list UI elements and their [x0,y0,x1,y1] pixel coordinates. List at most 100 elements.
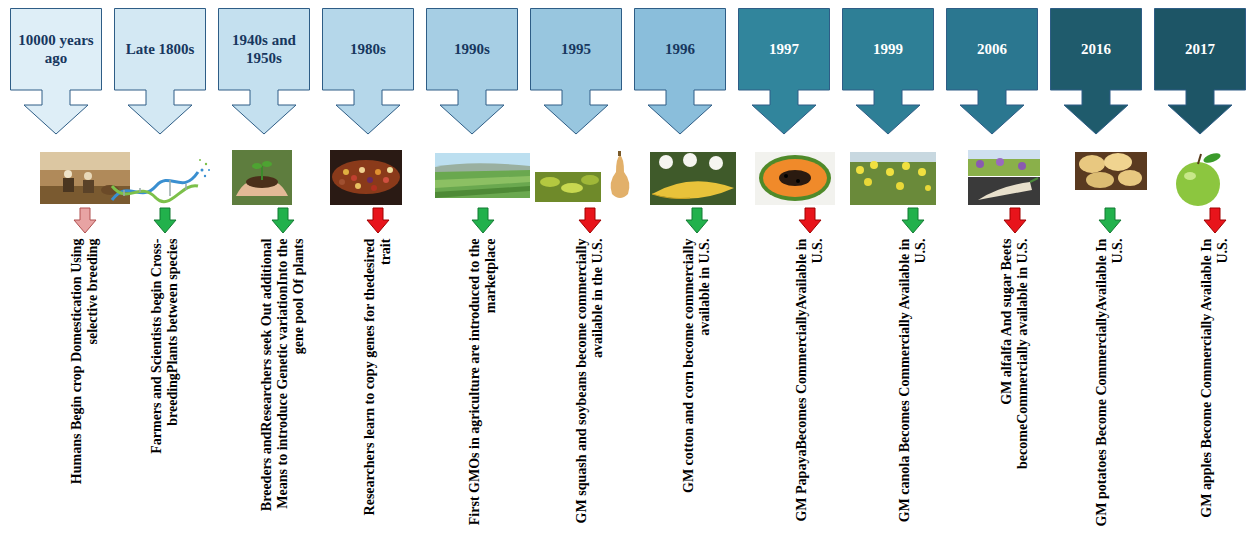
soybean-squash-photo [535,151,629,202]
field-photo-part [83,180,94,193]
canola-photo-part [870,161,878,169]
papaya-photo-part [755,152,835,205]
soybean-squash-photo-part [618,151,621,156]
chevron-outline [10,8,102,136]
papaya-photo-part [763,159,827,197]
potatoes-photo-part [1075,152,1147,190]
year-label: 10000 years ago [14,31,98,67]
canola-photo-part [850,152,936,205]
chevron-outline [946,8,1038,136]
canola-photo-part [850,152,936,162]
papaya-photo-part [779,170,811,186]
papaya-photo-part [759,155,831,201]
soybean-squash-photo-part [540,177,560,187]
potatoes-photo-part [1079,155,1105,173]
status-arrows-part [579,208,601,233]
status-arrows-part [367,208,389,233]
year-label: 1995 [534,40,618,58]
status-arrows-part [799,208,821,233]
hands-soil-photo-part [232,150,292,205]
status-arrows-part [686,208,708,233]
corn-photo-part [375,169,381,175]
event-description: GM potatoes Become CommerciallyAvailable… [1094,238,1126,533]
canola-photo-part [925,185,931,191]
year-label: 1980s [326,40,410,58]
year-label: 1996 [638,40,722,58]
dna-helix-part [112,186,198,202]
chevron-shape [11,9,102,135]
cotton-corn-photo-part [650,152,736,205]
corn-photo-part [367,177,373,183]
timeline-chevron: 1999 [842,8,934,136]
chevron-outline [530,8,622,136]
chevron-text-area: Late 1800s [118,40,202,58]
status-arrows [74,208,1226,233]
farmland-photo-part [435,176,530,188]
papaya-photo-part [796,179,800,183]
chevron-shape [115,9,206,135]
chevron-shape [531,9,622,135]
potatoes-photo-part [1118,170,1142,186]
alfalfa-beet-photo-part [978,182,1032,200]
hands-soil-photo-part [262,161,272,167]
status-arrows-part [74,208,96,233]
status-arrows-part [1099,208,1121,233]
farmland-photo-part [435,163,530,172]
corn-photo-part [339,179,345,185]
chevron-shape [843,9,934,135]
dna-helix-part [185,184,187,190]
hands-soil-photo [232,150,292,205]
event-description: GM alfalfa And sugar Beets becomeCommerc… [999,238,1031,533]
event-description: GM PapayaBecomes CommerciallyAvailable i… [794,238,826,533]
chevron-text-area: 1990s [430,40,514,58]
soybean-squash-photo-part [581,175,599,185]
corn-photo-part [343,169,349,175]
year-label: 1999 [846,40,930,58]
corn-photo-part [383,177,389,183]
cotton-corn-photo [650,152,736,205]
chevron-text-area: 1997 [742,40,826,58]
chevron-shape [947,9,1038,135]
year-label: 2016 [1054,40,1138,58]
chevron-shape [1051,9,1142,135]
chevron-text-area: 1999 [846,40,930,58]
dna-helix-part [199,159,201,161]
papaya-photo-part [784,174,788,178]
year-label: 1997 [742,40,826,58]
chevron-text-area: 1980s [326,40,410,58]
canola-photo [850,152,936,205]
chevron-text-area: 2016 [1054,40,1138,58]
event-description: First GMOs in agriculture are introduced… [467,238,499,533]
apple-photo-part [1198,154,1201,164]
canola-photo-part [902,162,910,170]
canola-photo-part [896,182,904,190]
corn-photo-part [351,175,357,181]
year-label: 2006 [950,40,1034,58]
farmland-photo-part [435,153,530,198]
corn-photo-part [332,160,400,194]
chevron-outline [842,8,934,136]
timeline-chevron: 1990s [426,8,518,136]
year-label: Late 1800s [118,40,202,58]
soybean-squash-photo-part [535,172,601,202]
corn-photo-part [371,185,377,191]
corn-photo-part [387,167,393,173]
hands-soil-photo-part [261,166,263,180]
status-arrows-part [902,208,924,233]
alfalfa-beet-photo-part [1018,162,1026,170]
chevron-text-area: 1996 [638,40,722,58]
chevron-outline [1154,8,1246,136]
status-arrows-part [1204,208,1226,233]
chevron-shape [739,9,830,135]
apple-photo [1176,151,1222,206]
timeline-chevron: 10000 years ago [10,8,102,136]
chevron-outline [1050,8,1142,136]
chevron-outline [738,8,830,136]
corn-photo-part [359,167,365,173]
chevron-text-area: 2006 [950,40,1034,58]
canola-photo-part [886,168,894,176]
dna-helix-part [205,163,207,165]
field-photo-part [64,170,72,178]
chevron-outline [426,8,518,136]
